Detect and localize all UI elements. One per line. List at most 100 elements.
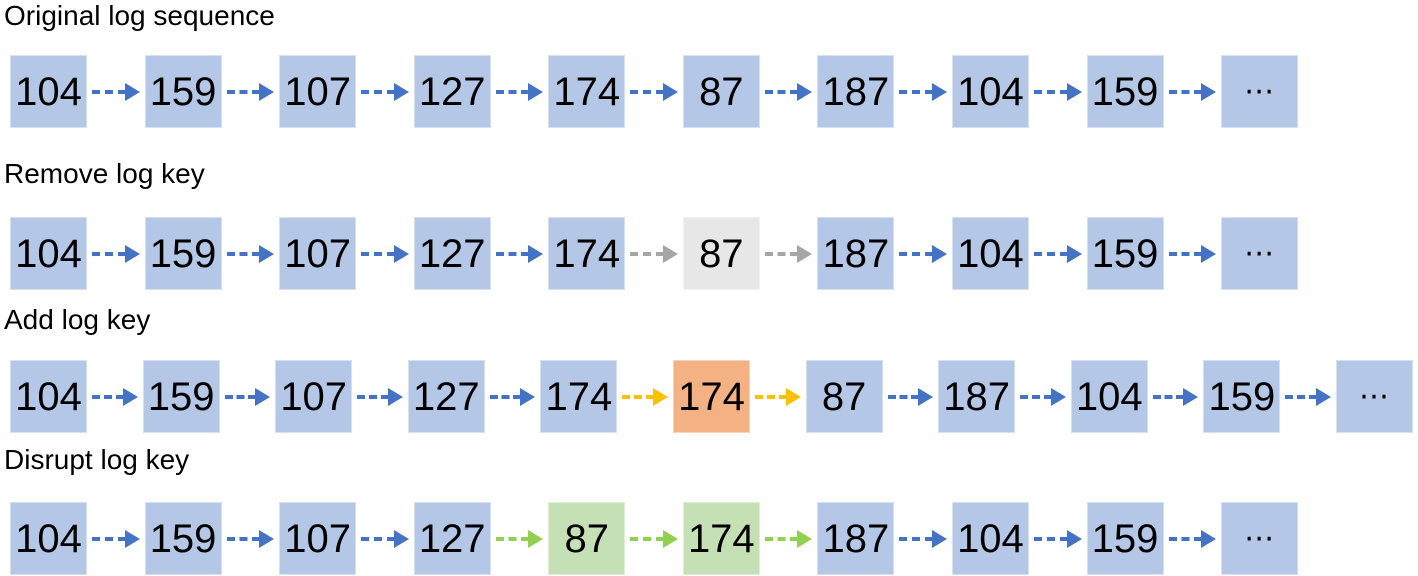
arrow-head — [122, 387, 138, 406]
arrow-head — [1201, 244, 1217, 263]
arrow-line — [1033, 89, 1068, 94]
dashed-arrow-right-icon — [899, 529, 947, 549]
log-key-box: 87 — [548, 502, 626, 575]
dashed-arrow-right-icon — [764, 529, 813, 549]
dashed-arrow-right-icon — [361, 82, 409, 102]
arrow-head — [124, 244, 140, 263]
log-key-label: 159 — [1091, 69, 1159, 114]
section-title-disrupt: Disrupt log key — [4, 444, 190, 475]
log-key-box: 107 — [275, 360, 353, 433]
dashed-arrow-right-icon — [1020, 387, 1066, 407]
arrow-head — [393, 529, 409, 548]
dashed-arrow-right-icon — [754, 387, 801, 407]
log-key-box: 159 — [1203, 360, 1281, 433]
dashed-arrow-right-icon — [1168, 82, 1217, 102]
arrow-line — [226, 536, 261, 541]
dashed-arrow-right-icon — [92, 244, 140, 264]
arrow-line — [92, 251, 126, 256]
log-key-box: 159 — [1086, 502, 1164, 575]
dashed-arrow-right-icon — [226, 529, 275, 549]
log-key-box: 127 — [407, 360, 485, 433]
dashed-arrow-right-icon — [357, 387, 403, 407]
log-key-label: 187 — [943, 374, 1011, 419]
arrow-head — [393, 244, 409, 263]
arrow-head — [1183, 387, 1199, 406]
arrow-line — [357, 394, 389, 399]
log-key-box: 127 — [413, 217, 491, 290]
log-key-label: 104 — [15, 374, 82, 419]
log-key-label: 187 — [822, 516, 890, 561]
dashed-arrow-right-icon — [899, 244, 947, 264]
log-key-label: 104 — [957, 516, 1024, 561]
arrow-head — [528, 529, 544, 548]
log-key-box: 87 — [682, 217, 760, 290]
arrow-line — [764, 251, 799, 256]
arrow-head — [797, 244, 813, 263]
arrow-line — [1168, 536, 1203, 541]
arrow-line — [899, 89, 933, 94]
dashed-arrow-right-icon — [495, 529, 544, 549]
log-key-label: 87 — [699, 69, 744, 114]
arrow-line — [361, 251, 395, 256]
log-key-label: 159 — [149, 231, 217, 276]
log-key-box: 187 — [817, 217, 895, 290]
arrow-line — [495, 251, 530, 256]
arrow-line — [226, 89, 261, 94]
log-key-label: 87 — [699, 231, 744, 276]
log-key-label: 104 — [15, 69, 82, 114]
log-key-box: 104 — [1070, 360, 1148, 433]
dashed-arrow-right-icon — [764, 82, 813, 102]
log-key-label: 104 — [15, 516, 82, 561]
arrow-head — [652, 387, 668, 406]
dashed-arrow-right-icon — [630, 244, 678, 264]
arrow-line — [495, 89, 530, 94]
arrow-head — [387, 387, 403, 406]
arrow-head — [255, 387, 271, 406]
log-key-label: 107 — [284, 231, 351, 276]
arrow-head — [393, 82, 409, 101]
log-key-label: ⋯ — [1358, 379, 1390, 413]
arrow-line — [226, 251, 261, 256]
arrow-line — [899, 251, 933, 256]
log-key-label: 174 — [553, 69, 621, 114]
arrow-line — [630, 536, 664, 541]
log-key-box-ellipsis: ⋯ — [1221, 55, 1299, 128]
log-key-label: ⋯ — [1244, 236, 1276, 270]
arrow-line — [622, 394, 654, 399]
arrow-head — [931, 529, 947, 548]
arrow-head — [785, 387, 801, 406]
arrow-head — [259, 82, 275, 101]
dashed-arrow-right-icon — [1033, 244, 1082, 264]
log-key-box: 159 — [142, 360, 220, 433]
arrow-line — [361, 536, 395, 541]
log-key-box: 104 — [951, 502, 1029, 575]
log-key-label: 174 — [553, 231, 621, 276]
arrow-head — [1066, 82, 1082, 101]
log-key-label: 159 — [149, 516, 217, 561]
log-key-label: 127 — [412, 374, 480, 419]
log-key-label: 107 — [284, 69, 351, 114]
log-key-label: 159 — [1091, 231, 1159, 276]
arrow-head — [520, 387, 536, 406]
log-key-box: 159 — [144, 502, 222, 575]
arrow-head — [931, 82, 947, 101]
log-key-box-ellipsis: ⋯ — [1221, 217, 1299, 290]
arrow-line — [754, 394, 787, 399]
log-key-label: 127 — [418, 231, 486, 276]
arrow-head — [797, 82, 813, 101]
log-key-box: 174 — [672, 360, 750, 433]
arrow-head — [662, 529, 678, 548]
log-key-box: 187 — [817, 55, 895, 128]
dashed-arrow-right-icon — [489, 387, 536, 407]
arrow-line — [899, 536, 933, 541]
dashed-arrow-right-icon — [226, 244, 275, 264]
log-key-label: ⋯ — [1244, 74, 1276, 108]
log-key-box: 107 — [279, 502, 357, 575]
log-key-label: 159 — [147, 374, 215, 419]
log-key-box: 187 — [817, 502, 895, 575]
dashed-arrow-right-icon — [226, 82, 275, 102]
log-key-label: 127 — [418, 69, 486, 114]
dashed-arrow-right-icon — [92, 387, 138, 407]
